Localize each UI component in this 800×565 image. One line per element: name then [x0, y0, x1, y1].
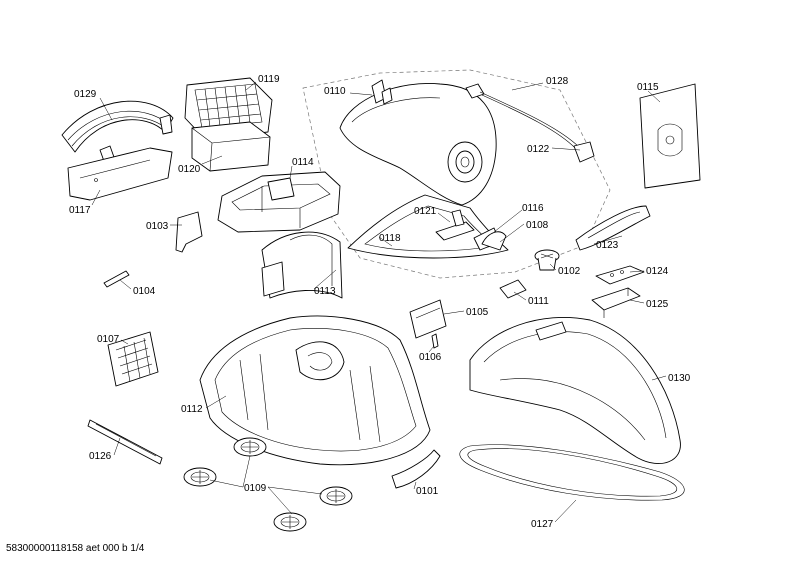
label-0122: 0122 [527, 144, 550, 155]
label-0114: 0114 [292, 157, 314, 168]
label-0123: 0123 [596, 240, 619, 251]
label-0102: 0102 [558, 266, 581, 277]
label-0104: 0104 [133, 286, 156, 297]
label-0108: 0108 [526, 220, 549, 231]
label-0116: 0116 [522, 203, 544, 214]
label-0128: 0128 [546, 76, 569, 87]
label-0113: 0113 [314, 286, 336, 297]
label-0110: 0110 [324, 86, 346, 97]
part-0127-gasket[interactable] [459, 444, 685, 501]
label-0127: 0127 [531, 519, 554, 530]
part-0108-hinge[interactable] [481, 231, 507, 251]
part-0123-handle[interactable] [575, 205, 651, 251]
part-0121-latch[interactable] [435, 209, 475, 241]
label-0106: 0106 [419, 352, 442, 363]
label-0125: 0125 [646, 299, 669, 310]
label-0111: 0111 [528, 296, 549, 307]
part-0107-grille[interactable] [107, 331, 159, 387]
part-0102-cap[interactable] [534, 249, 560, 271]
label-0118: 0118 [379, 233, 401, 244]
part-0115-dust-bag[interactable] [639, 83, 701, 189]
footer-document-id: 58300000118158 aet 000 b 1/4 [6, 543, 145, 554]
part-0103-bracket[interactable] [175, 211, 203, 253]
part-0109-wheels[interactable] [183, 437, 353, 532]
part-0105-bracket[interactable] [409, 299, 447, 339]
label-0115: 0115 [637, 82, 659, 93]
part-0114-housing[interactable] [217, 171, 341, 233]
part-0101-clip[interactable] [391, 449, 441, 489]
label-0126: 0126 [89, 451, 112, 462]
label-0107: 0107 [97, 334, 120, 345]
part-0117-plate[interactable] [67, 147, 173, 201]
label-0120: 0120 [178, 164, 201, 175]
part-0113-duct[interactable] [261, 231, 343, 299]
part-0130-shell[interactable] [469, 316, 681, 465]
part-0106-clip[interactable] [431, 333, 439, 349]
part-0112-base[interactable] [199, 315, 431, 466]
label-0124: 0124 [646, 266, 669, 277]
label-0130: 0130 [668, 373, 691, 384]
leader-lines [91, 81, 667, 523]
part-0110-cover[interactable] [339, 79, 497, 206]
part-0104-pin[interactable] [103, 270, 130, 288]
label-0105: 0105 [466, 307, 489, 318]
label-0121: 0121 [414, 206, 437, 217]
part-0124-board[interactable] [595, 265, 645, 285]
label-0112: 0112 [181, 404, 203, 415]
label-0129: 0129 [74, 89, 97, 100]
label-0103: 0103 [146, 221, 169, 232]
part-0128-cable[interactable] [465, 83, 595, 163]
part-0120-foam-filter[interactable] [191, 121, 271, 172]
label-0119: 0119 [258, 74, 280, 85]
label-0117: 0117 [69, 205, 91, 216]
part-0111-button[interactable] [499, 279, 527, 299]
label-0109: 0109 [244, 483, 267, 494]
part-0126-rod[interactable] [87, 419, 163, 465]
label-0101: 0101 [416, 486, 439, 497]
part-0125-board[interactable] [591, 287, 641, 318]
